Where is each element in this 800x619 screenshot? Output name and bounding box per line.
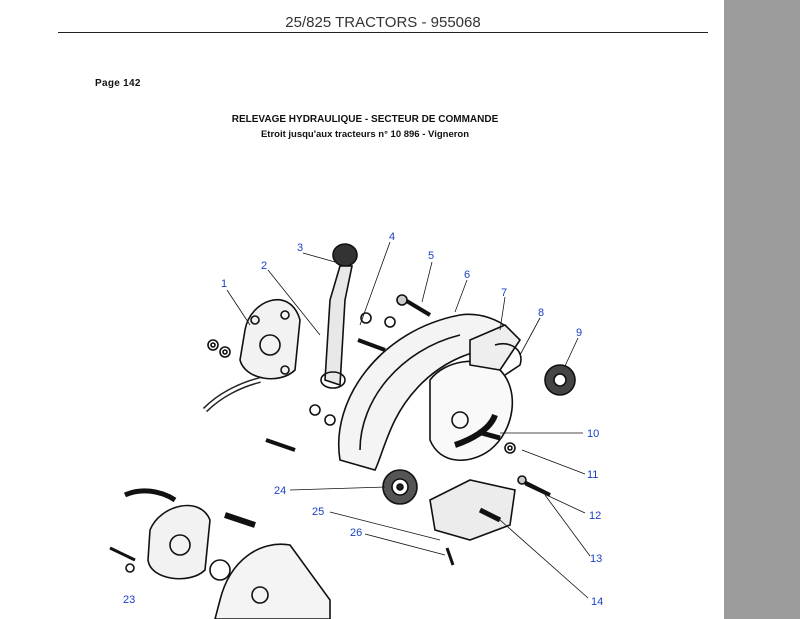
callout-24: 24: [274, 485, 286, 497]
callout-11: 11: [587, 469, 598, 481]
callout-14: 14: [591, 596, 603, 608]
part-4-5-bolts: [357, 294, 432, 352]
callout-5: 5: [428, 250, 434, 262]
callout-10: 10: [587, 428, 599, 440]
document-page: 25/825 TRACTORS - 955068 Page 142 RELEVA…: [58, 14, 708, 619]
document-title: RELEVAGE HYDRAULIQUE - SECTEUR DE COMMAN…: [231, 114, 499, 125]
page-header-title: 25/825 TRACTORS - 955068: [285, 14, 481, 31]
header-divider: [58, 32, 708, 33]
callout-8: 8: [538, 307, 544, 319]
lower-assembly: [109, 404, 455, 619]
callout-9: 9: [576, 327, 582, 339]
callout-6: 6: [464, 269, 470, 281]
callout-3: 3: [297, 242, 303, 254]
exploded-parts-diagram: 1 2 3 4 5 6 7 8 9 10 11 12 13 14 23 24 2…: [109, 231, 603, 619]
callout-12: 12: [589, 510, 601, 522]
viewer-side-gutter: [724, 0, 800, 619]
callout-2: 2: [261, 260, 267, 272]
part-24-gear: [382, 469, 418, 505]
part-9-wheel: [544, 364, 576, 396]
callout-23: 23: [123, 594, 135, 606]
callout-4: 4: [389, 231, 395, 243]
page-number: Page 142: [95, 78, 141, 89]
part-14-bracket: [429, 479, 516, 541]
part-10-13-hardware: [477, 429, 551, 497]
part-3-lever: [320, 243, 358, 389]
callout-1: 1: [221, 278, 227, 290]
part-7-8-links: [469, 324, 522, 376]
part-1-cover: [202, 299, 301, 413]
callout-13: 13: [590, 553, 602, 565]
callout-numbers: 1 2 3 4 5 6 7 8 9 10 11 12 13 14 23 24 2…: [123, 231, 603, 608]
callout-7: 7: [501, 287, 507, 299]
document-subtitle: Etroit jusqu'aux tracteurs n° 10 896 - V…: [260, 129, 470, 140]
callout-26: 26: [350, 527, 362, 539]
callout-25: 25: [312, 506, 324, 518]
leader-lines: [226, 241, 591, 599]
